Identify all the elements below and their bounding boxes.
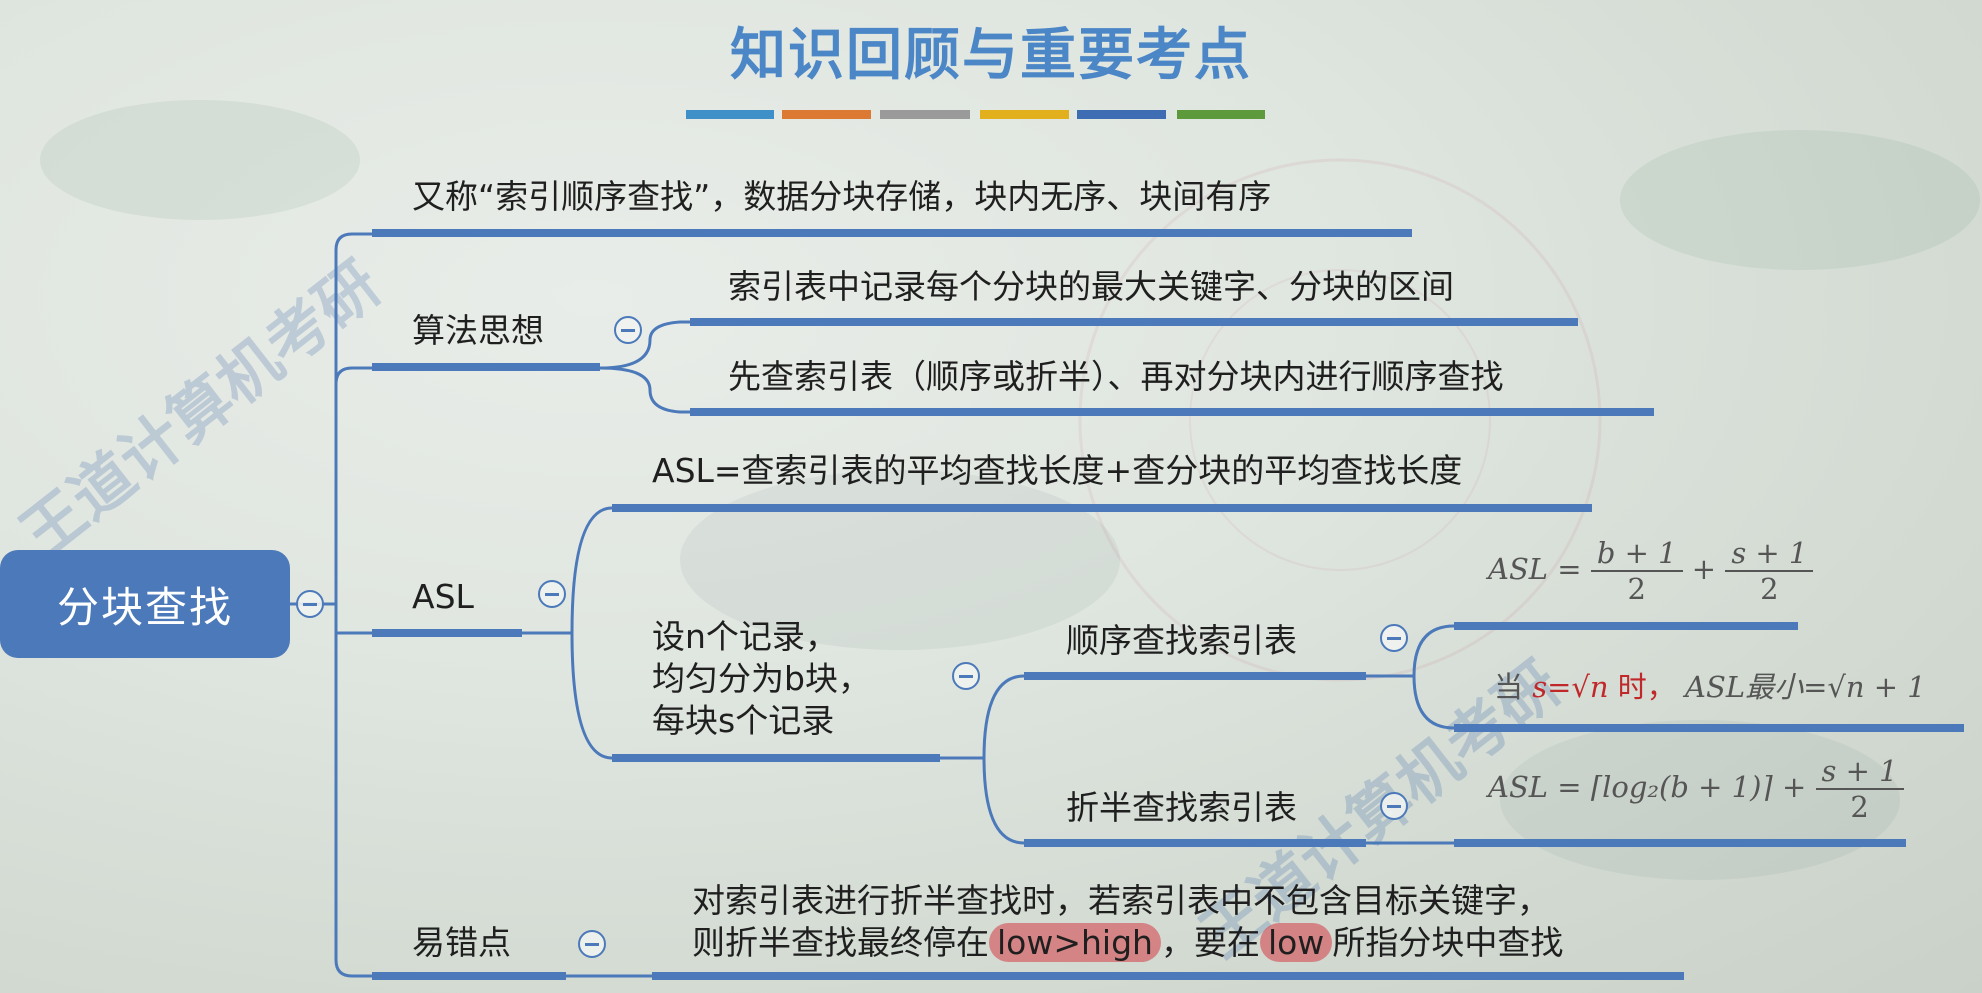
formula-plus: +: [1781, 770, 1807, 804]
intro-node[interactable]: 又称“索引顺序查找”，数据分块存储，块内无序、块间有序: [412, 177, 1272, 216]
collapse-icon[interactable]: [614, 316, 642, 344]
title-color-bar-5: [1077, 110, 1166, 119]
root-node[interactable]: 分块查找: [0, 550, 290, 658]
formula-ceil-log: ⌈log₂(b + 1)⌉: [1590, 770, 1773, 804]
highlight-low: low: [1259, 923, 1333, 962]
page-title: 知识回顾与重要考点: [730, 23, 1252, 88]
highlight-low-high: low>high: [989, 923, 1161, 962]
collapse-icon[interactable]: [296, 590, 324, 618]
title-color-bar-1: [686, 110, 774, 119]
collapse-icon[interactable]: [952, 662, 980, 690]
asl-node[interactable]: ASL: [412, 577, 474, 616]
seq-index-node[interactable]: 顺序查找索引表: [1066, 621, 1297, 660]
seq-special-case: 当 s=√n 时， ASL最小=√n + 1: [1494, 664, 1926, 706]
collapse-icon[interactable]: [538, 580, 566, 608]
collapse-icon[interactable]: [1380, 792, 1408, 820]
asl-definition[interactable]: ASL=查索引表的平均查找长度+查分块的平均查找长度: [652, 451, 1463, 490]
formula-lhs: ASL =: [1488, 552, 1582, 586]
algo-node[interactable]: 算法思想: [412, 311, 544, 350]
formula-plus: +: [1691, 552, 1717, 586]
pitfall-text-b: ，要在: [1160, 923, 1260, 962]
formula-lhs: ASL =: [1488, 770, 1582, 804]
bin-index-node[interactable]: 折半查找索引表: [1066, 788, 1297, 827]
algo-child-1[interactable]: 索引表中记录每个分块的最大关键字、分块的区间: [728, 267, 1454, 306]
special-condition: s=√n: [1532, 670, 1609, 704]
asl-setup-line-2[interactable]: 均匀分为b块，: [652, 659, 871, 698]
special-pre: 当: [1494, 670, 1524, 704]
special-mid: 时，: [1617, 670, 1676, 704]
pitfall-node[interactable]: 易错点: [412, 923, 511, 962]
title-color-bar-3: [880, 110, 970, 119]
collapse-icon[interactable]: [1380, 624, 1408, 652]
title-color-bar-6: [1177, 110, 1265, 119]
asl-setup-line-1[interactable]: 设n个记录，: [652, 617, 838, 656]
pitfall-text-a: 则折半查找最终停在: [692, 923, 989, 962]
title-color-bar-4: [980, 110, 1069, 119]
algo-child-2[interactable]: 先查索引表（顺序或折半）、再对分块内进行顺序查找: [728, 357, 1504, 396]
title-color-bar-2: [782, 110, 871, 119]
pitfall-line-1[interactable]: 对索引表进行折半查找时，若索引表中不包含目标关键字，: [692, 881, 1550, 920]
collapse-icon[interactable]: [578, 930, 606, 958]
special-result: ASL最小=√n + 1: [1685, 670, 1926, 704]
pitfall-text-c: 所指分块中查找: [1332, 923, 1564, 962]
asl-setup-line-3[interactable]: 每块s个记录: [652, 701, 835, 740]
